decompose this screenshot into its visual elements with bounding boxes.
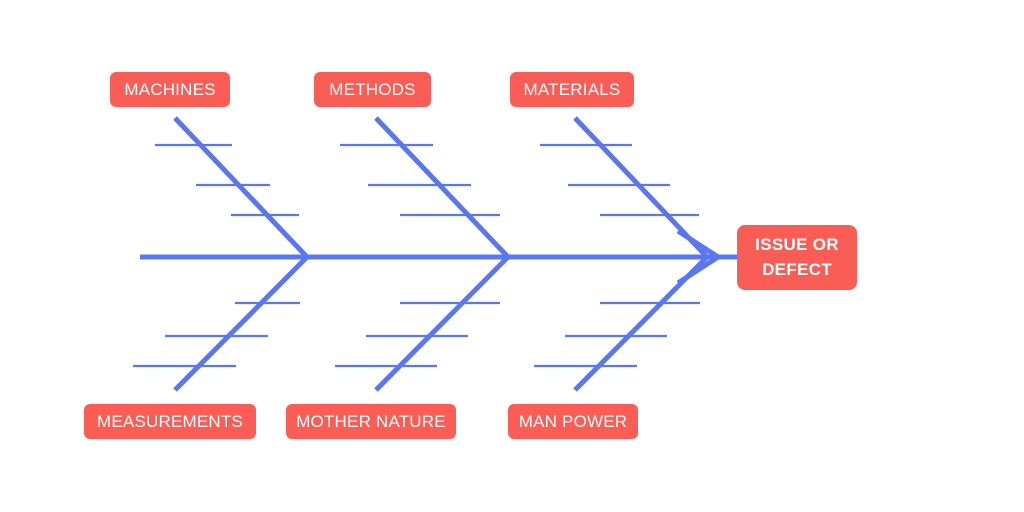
category-label-machines-text: MACHINES bbox=[124, 80, 216, 99]
category-label-mother-nature[interactable]: MOTHER NATURE bbox=[286, 404, 456, 439]
bone-top-0 bbox=[173, 116, 309, 259]
category-label-measurements-text: MEASUREMENTS bbox=[97, 412, 243, 431]
bone-bottom-0 bbox=[173, 255, 309, 392]
category-label-materials-text: MATERIALS bbox=[523, 80, 621, 99]
category-label-man-power[interactable]: MAN POWER bbox=[508, 404, 638, 439]
bone-top-1 bbox=[374, 116, 510, 259]
effect-head-line-2: DEFECT bbox=[762, 259, 832, 279]
bone-lines-group bbox=[133, 116, 737, 392]
effect-head-box[interactable]: ISSUE OR DEFECT bbox=[737, 225, 857, 290]
category-label-materials[interactable]: MATERIALS bbox=[510, 72, 634, 107]
category-label-machines[interactable]: MACHINES bbox=[110, 72, 230, 107]
category-label-mother-nature-text: MOTHER NATURE bbox=[296, 412, 446, 431]
category-label-methods[interactable]: METHODS bbox=[314, 72, 431, 107]
category-label-man-power-text: MAN POWER bbox=[518, 412, 628, 431]
bone-bottom-1 bbox=[374, 255, 510, 392]
category-label-methods-text: METHODS bbox=[329, 80, 416, 99]
effect-head-line-1: ISSUE OR bbox=[755, 234, 839, 254]
bone-top-2 bbox=[573, 116, 709, 259]
bone-bottom-2 bbox=[573, 255, 709, 392]
category-label-measurements[interactable]: MEASUREMENTS bbox=[84, 404, 256, 439]
